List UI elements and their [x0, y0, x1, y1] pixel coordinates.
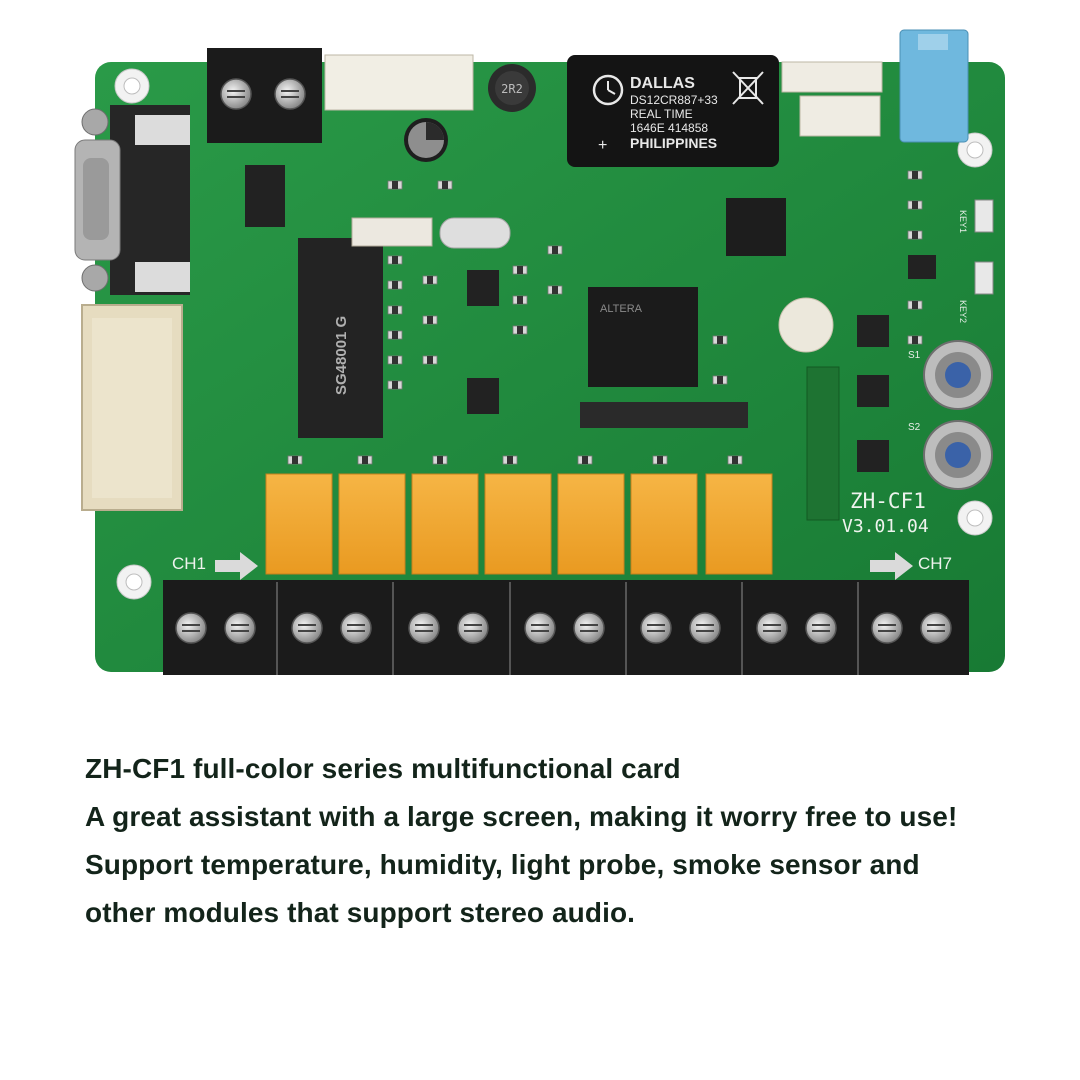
audio-jack [899, 29, 969, 143]
relay [484, 473, 552, 575]
relay-row [265, 473, 773, 575]
relay [265, 473, 333, 575]
four-pin-header [324, 54, 474, 111]
clock-icon [592, 74, 624, 106]
version-silk: V3.01.04 [842, 516, 929, 537]
key1-silk: KEY1 [958, 210, 968, 233]
db9-serial-port [74, 105, 190, 295]
rj45-ethernet-port [81, 304, 183, 511]
crossed-bin-icon [732, 71, 764, 105]
crystal-oscillator [439, 217, 511, 249]
relay [411, 473, 479, 575]
s2-silk: S2 [908, 422, 921, 433]
rtc-text-5: PHILIPPINES [630, 135, 717, 151]
small-ics [245, 165, 936, 472]
rtc-text-2: DS12CR887+33 [630, 93, 718, 107]
ic-socket-row [580, 402, 748, 428]
output-terminal-blocks [163, 580, 969, 675]
caption-line: Support temperature, humidity, light pro… [85, 849, 920, 880]
sensor-connector-s2 [923, 420, 993, 490]
coin-battery [778, 297, 834, 353]
ch1-silk: CH1 [172, 554, 206, 573]
mounting-hole [957, 500, 993, 536]
pin-header-column [806, 366, 840, 521]
arrow-right-icon [870, 552, 913, 580]
caption-line: A great assistant with a large screen, m… [85, 801, 958, 832]
inductor-label: 2R2 [501, 82, 523, 96]
resistor-block [351, 217, 433, 247]
key-buttons: KEY1 KEY2 [958, 199, 994, 323]
model-silk: ZH-CF1 [850, 489, 926, 513]
arrow-right-icon [215, 552, 258, 580]
inductor: 2R2 [488, 64, 536, 112]
rtc-chip: DALLAS DS12CR887+33 REAL TIME 1646E 4148… [567, 55, 779, 167]
rtc-text-4: 1646E 414858 [630, 121, 708, 135]
driver-chip-label: SG48001 G [333, 316, 350, 395]
power-terminal-block [207, 48, 322, 143]
two-pin-headers [781, 61, 883, 137]
svg-text:+: + [598, 137, 607, 154]
mounting-hole [116, 564, 152, 600]
controller-board-photo: 2R2 DALLAS DS12CR887+33 REAL TIME 1646E … [74, 29, 1005, 675]
rtc-text-3: REAL TIME [630, 107, 693, 121]
caption-line: other modules that support stereo audio. [85, 897, 636, 928]
fpga-chip: ALTERA [588, 287, 698, 387]
key2-silk: KEY2 [958, 300, 968, 323]
relay [557, 473, 625, 575]
ch7-silk: CH7 [918, 554, 952, 573]
fpga-chip-label: ALTERA [600, 303, 643, 315]
caption-title: ZH-CF1 full-color series multifunctional… [85, 753, 681, 784]
driver-chip: SG48001 G [298, 238, 383, 438]
rtc-text-1: DALLAS [630, 75, 695, 92]
mounting-hole [114, 68, 150, 104]
microcontroller-chip [726, 198, 786, 256]
relay [630, 473, 698, 575]
electrolytic-capacitor [404, 118, 448, 162]
sensor-connector-s1 [923, 340, 993, 410]
relay [338, 473, 406, 575]
s1-silk: S1 [908, 350, 921, 361]
relay [705, 473, 773, 575]
